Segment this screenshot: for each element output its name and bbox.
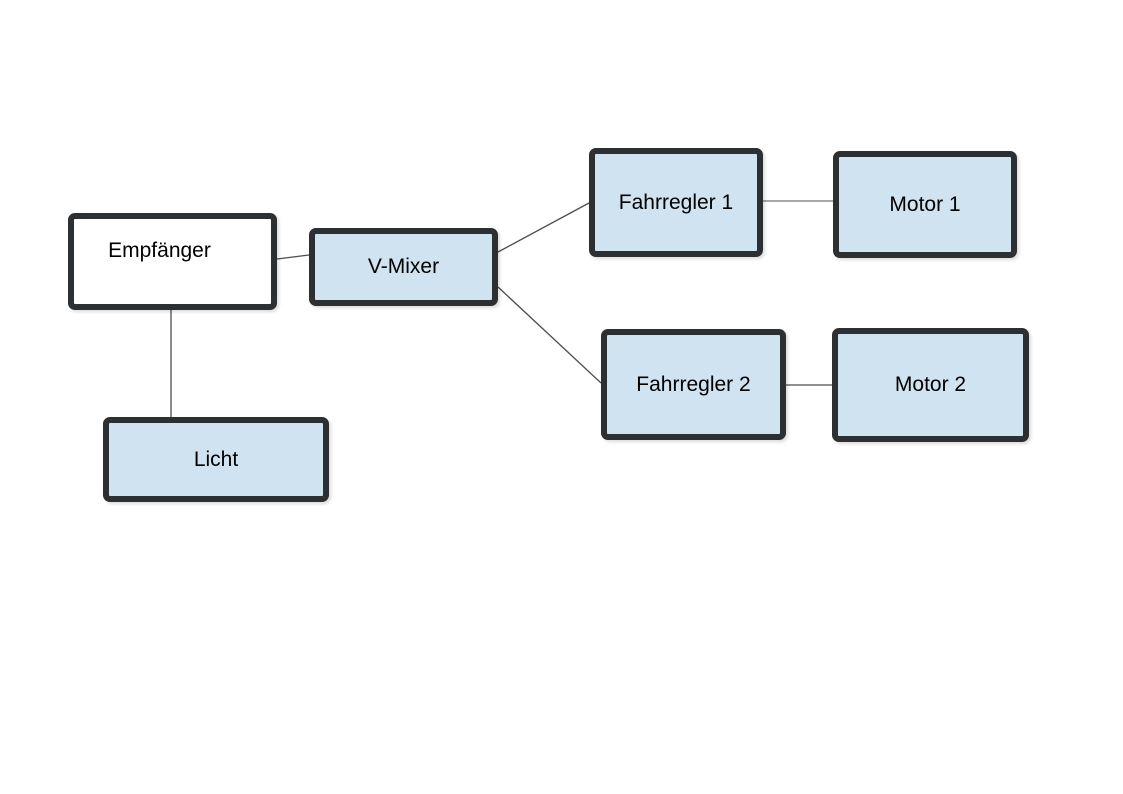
node-vmixer: V-Mixer	[309, 228, 498, 306]
node-motor1: Motor 1	[833, 151, 1017, 258]
node-fahrregler1: Fahrregler 1	[589, 148, 763, 257]
node-motor1-label: Motor 1	[889, 192, 961, 216]
node-empfaenger-label: Empfänger	[108, 238, 211, 262]
node-fahrregler2-label: Fahrregler 2	[636, 372, 751, 396]
edge-empfaenger-vmixer	[276, 254, 310, 260]
edge-vmixer-fahrregler2	[497, 286, 602, 384]
node-licht: Licht	[103, 417, 329, 502]
node-vmixer-label: V-Mixer	[367, 255, 440, 279]
edge-vmixer-fahrregler1	[497, 202, 590, 253]
node-licht-label: Licht	[193, 447, 239, 471]
node-fahrregler2: Fahrregler 2	[601, 329, 786, 440]
node-motor2: Motor 2	[832, 328, 1029, 442]
node-motor2-label: Motor 2	[894, 373, 967, 397]
node-empfaenger: Empfänger	[68, 213, 277, 310]
node-fahrregler1-label: Fahrregler 1	[618, 190, 734, 214]
